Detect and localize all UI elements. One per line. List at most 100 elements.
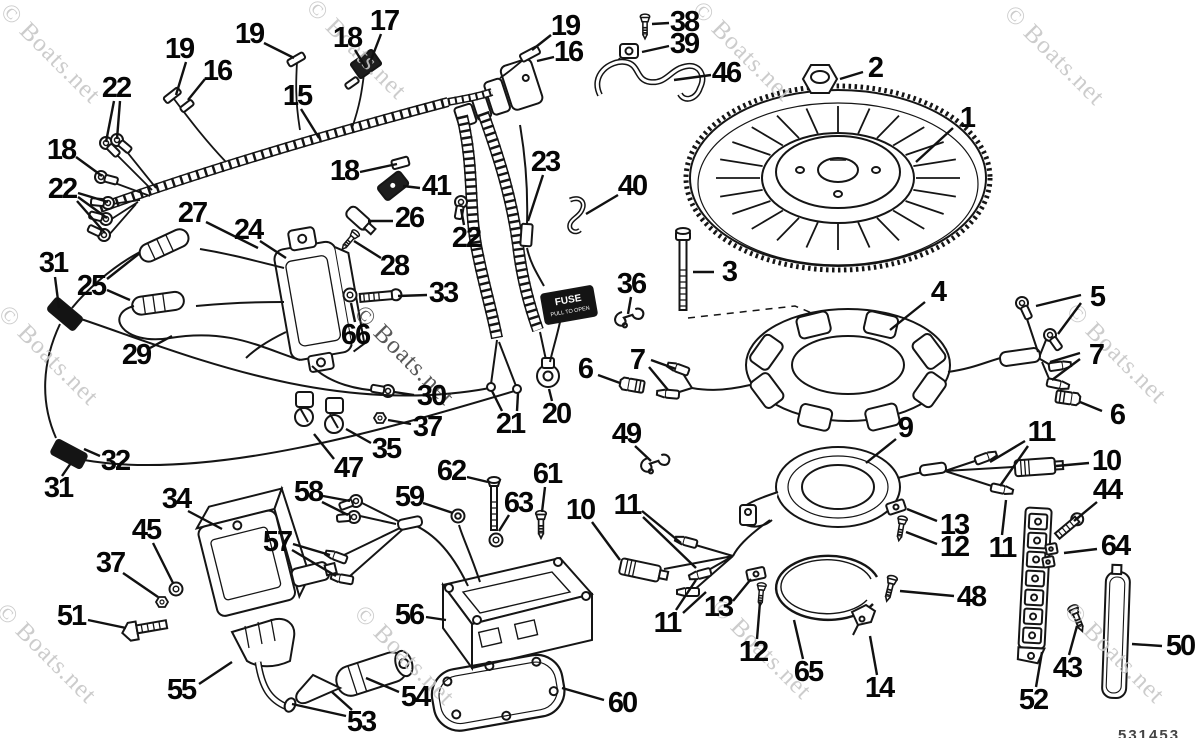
callout-45: 45	[132, 514, 162, 546]
leader-line	[174, 61, 188, 96]
flywheel-nut	[801, 64, 839, 94]
leader-line	[648, 366, 669, 391]
callout-33: 33	[429, 277, 459, 309]
leader-line	[291, 702, 347, 718]
leader-line	[540, 486, 547, 513]
leader-line	[353, 49, 368, 69]
callout-61: 61	[533, 458, 563, 490]
callout-58: 58	[294, 476, 324, 508]
callout-11: 11	[989, 532, 1018, 564]
leader-line	[490, 390, 504, 412]
leader-line	[61, 462, 72, 477]
leader-line	[425, 615, 447, 622]
leader-line	[792, 619, 805, 660]
leader-line	[561, 686, 605, 702]
callout-36: 36	[617, 268, 647, 300]
fuse-assembly: FUSE PULL TO OPEN	[519, 124, 598, 363]
callout-11: 11	[654, 607, 683, 639]
leader-line	[369, 33, 383, 61]
callout-22: 22	[452, 222, 481, 254]
leader-line	[187, 78, 206, 101]
leader-line	[515, 392, 520, 412]
callout-12: 12	[940, 531, 969, 563]
leader-line	[1079, 400, 1103, 413]
screw-33	[358, 288, 403, 303]
leader-line	[365, 676, 400, 694]
timer-base	[618, 446, 1065, 608]
callout-10: 10	[1092, 445, 1121, 477]
callout-2: 2	[868, 52, 883, 84]
retaining-ring	[774, 554, 879, 622]
callout-13: 13	[940, 509, 970, 541]
callout-21: 21	[496, 408, 526, 440]
leader-line	[149, 334, 173, 350]
stator	[618, 294, 1082, 432]
fuse-label-line1: FUSE	[554, 293, 582, 309]
leader-line	[899, 589, 955, 598]
callout-65: 65	[794, 656, 824, 688]
leader-line	[402, 184, 421, 190]
callout-6: 6	[1110, 399, 1126, 431]
callout-40: 40	[618, 170, 647, 202]
connector-41	[377, 170, 410, 201]
callout-49: 49	[612, 418, 642, 450]
terminal-26	[345, 205, 377, 236]
leader-line	[597, 373, 621, 385]
leader-line	[641, 44, 670, 54]
leader-line	[889, 301, 926, 331]
eyelet-59	[450, 508, 466, 524]
callout-59: 59	[395, 481, 425, 513]
leader-line	[106, 288, 131, 302]
callout-31: 31	[39, 247, 69, 279]
bolt-51	[121, 619, 169, 642]
leader-line	[641, 510, 682, 544]
leader-line	[322, 494, 351, 503]
callout-41: 41	[422, 170, 452, 202]
stator-coils	[749, 310, 947, 432]
leader-line	[531, 34, 552, 51]
leader-line	[77, 191, 109, 204]
leader-line	[387, 418, 412, 426]
callout-28: 28	[380, 250, 410, 282]
callout-10: 10	[566, 494, 595, 526]
leader-line	[466, 475, 489, 484]
callout-31: 31	[44, 472, 74, 504]
callout-11: 11	[1028, 416, 1057, 448]
callout-7: 7	[630, 344, 645, 376]
leader-line	[422, 501, 454, 515]
callout-52: 52	[1019, 684, 1048, 716]
callout-43: 43	[1053, 652, 1083, 684]
leader-line	[76, 200, 106, 234]
leader-line	[83, 447, 101, 458]
leader-line	[673, 73, 712, 82]
leader-line	[682, 591, 707, 614]
leader-line	[591, 521, 621, 561]
callout-56: 56	[395, 599, 425, 631]
stator-bolt	[675, 227, 691, 311]
leader-line	[642, 516, 697, 569]
callout-53: 53	[347, 706, 377, 738]
leader-line	[291, 548, 337, 578]
callout-9: 9	[898, 412, 914, 444]
leader-line	[353, 239, 382, 260]
callout-1: 1	[960, 102, 976, 134]
callout-54: 54	[401, 681, 431, 713]
leader-line	[331, 691, 353, 711]
leader-line	[1034, 651, 1044, 688]
wire-bracket-46	[594, 58, 706, 102]
callout-16: 16	[554, 36, 584, 68]
leader-line	[299, 108, 321, 139]
callout-18: 18	[333, 22, 363, 54]
leader-line	[1073, 501, 1098, 522]
callout-34: 34	[162, 483, 192, 515]
leader-line	[87, 618, 127, 630]
leader-line	[868, 635, 879, 676]
callout-19: 19	[235, 18, 265, 50]
leader-line	[1057, 302, 1082, 335]
callout-62: 62	[437, 455, 466, 487]
leader-line	[634, 445, 652, 462]
leader-line	[75, 156, 103, 177]
flywheel-vents	[716, 106, 960, 250]
leader-line	[547, 388, 554, 402]
